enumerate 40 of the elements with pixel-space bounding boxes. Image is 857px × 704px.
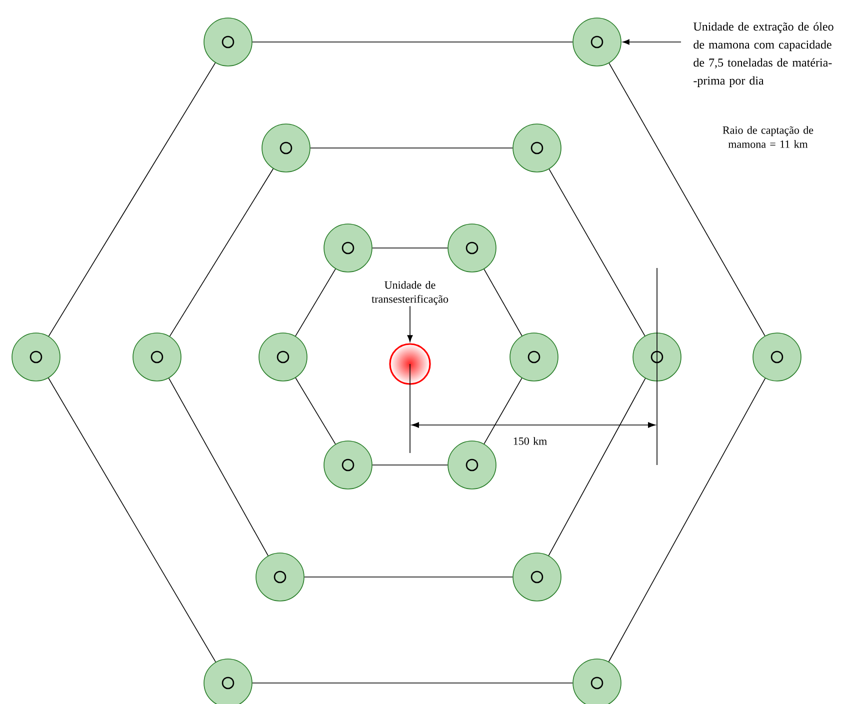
arrow [622,39,682,45]
label-text: Unidade de transesterificação [372,281,448,305]
connector-line [169,168,274,337]
connector-line [372,464,448,466]
note-text: Raio de captação de mamona = 11 km [722,126,814,148]
extraction-unit [510,332,558,382]
extraction-unit [324,440,372,490]
extraction-unit [512,552,562,602]
extraction-unit [262,124,310,172]
extraction-unit [258,332,308,382]
connector-line [548,378,646,556]
extraction-unit [572,658,622,704]
dimension-label: 150 km [514,437,547,445]
extraction-unit [324,224,372,272]
connector-line [295,378,336,444]
connector-line [608,62,766,336]
extraction-unit [512,124,562,172]
extraction-unit [132,332,182,382]
extraction-unit [12,332,60,382]
extraction-unit [204,658,252,704]
connector-line [168,378,268,556]
extraction-unit [448,440,496,490]
connector-line [304,576,513,578]
extraction-unit [448,224,496,272]
connector-line [484,378,522,444]
extraction-unit [632,332,682,382]
connector-line [252,682,573,684]
extraction-unit [572,18,622,66]
label-text: Unidade de extração de óleo de mamona com capacidade de 7,5 toneladas de matéria- -prima por dia [693,22,834,88]
arrow [407,306,413,342]
transesterification-unit [389,343,431,385]
extraction-unit [256,552,304,602]
extraction-unit [204,18,252,66]
extraction-unit [752,332,802,382]
connector-line [484,268,522,336]
connector-line [48,62,216,337]
connector-line [48,378,216,662]
connector-line [608,378,766,662]
connector-line [548,168,646,336]
connector-line [295,268,336,336]
